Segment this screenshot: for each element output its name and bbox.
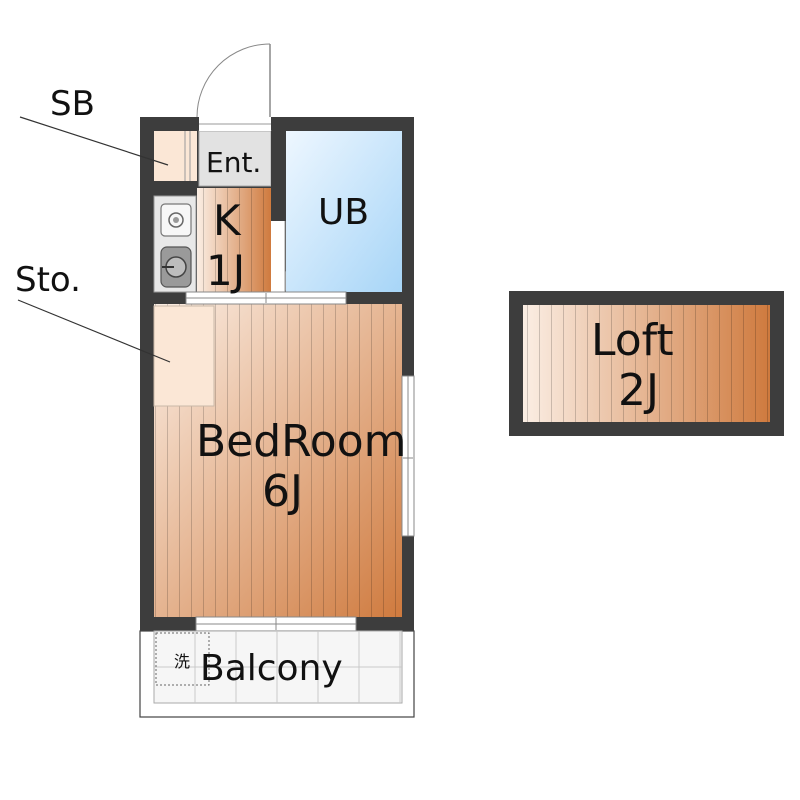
sto-label: Sto. <box>15 260 81 300</box>
kitchen-label: K <box>213 196 242 245</box>
storage-closet <box>153 305 215 407</box>
shoe-box <box>154 131 197 181</box>
partition-gap <box>271 221 285 292</box>
loft-boards <box>523 305 770 422</box>
sb-leader-line <box>19 116 169 166</box>
loft-label: Loft <box>591 315 674 366</box>
unit-bath-label: UB <box>318 192 369 233</box>
partition-wall <box>271 131 285 221</box>
balcony-label: Balcony <box>200 648 343 689</box>
sb-label: SB <box>50 84 95 124</box>
unit-bath <box>286 131 402 292</box>
balcony-grid <box>154 631 402 703</box>
kitchen-boards <box>197 188 271 292</box>
bedroom-size-label: 6J <box>262 466 303 517</box>
sink-drain <box>168 212 184 228</box>
entrance-floor <box>198 130 272 187</box>
kitchen-size-label: 1J <box>206 246 245 295</box>
sto-leader-line <box>17 299 171 363</box>
washer-space <box>155 632 210 686</box>
bedroom-label: BedRoom <box>196 416 406 467</box>
sink-drain-inner <box>173 217 179 223</box>
entrance-label: Ent. <box>206 146 261 179</box>
washer-label: 洗 <box>174 652 190 671</box>
loft-size-label: 2J <box>618 365 659 416</box>
entrance-door-swing <box>196 43 271 118</box>
